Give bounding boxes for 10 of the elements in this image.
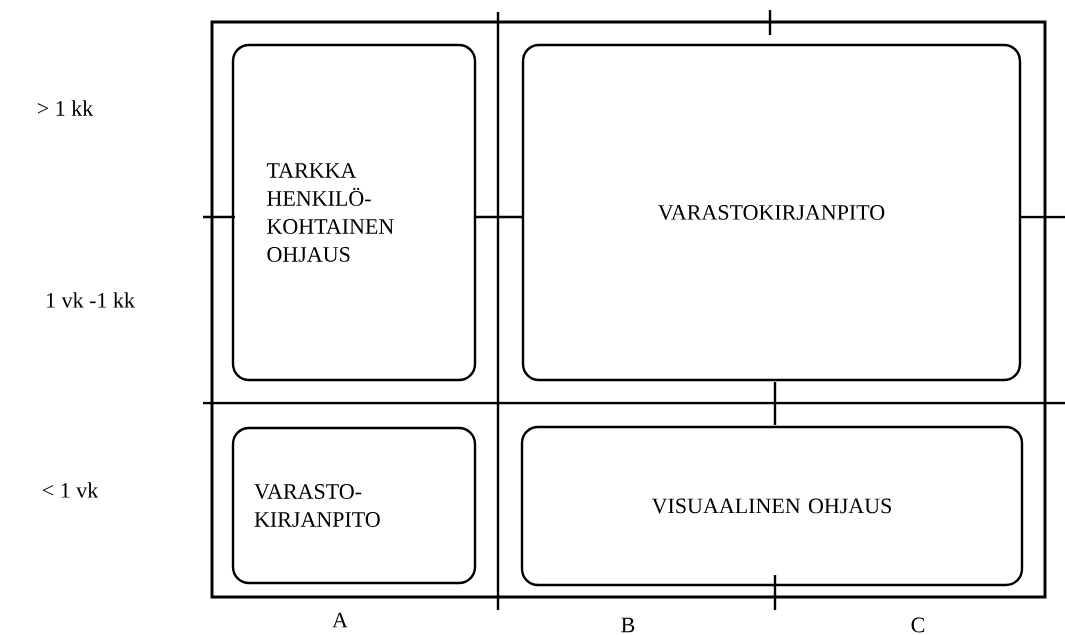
process-box: VARASTO- KIRJANPITO — [231, 426, 477, 585]
axis-label: < 1 vk — [42, 482, 99, 498]
axis-label: 1 vk -1 kk — [47, 292, 135, 308]
process-box: VARASTOKIRJANPITO — [521, 43, 1022, 382]
axis-label: B — [621, 617, 635, 633]
process-box: TARKKA HENKILÖ- KOHTAINEN OHJAUS — [231, 43, 477, 382]
axis-label: C — [911, 617, 925, 633]
axis-label: > 1 kk — [37, 100, 94, 116]
process-box: VISUAALINEN OHJAUS — [520, 425, 1024, 587]
axis-label: A — [332, 612, 348, 628]
